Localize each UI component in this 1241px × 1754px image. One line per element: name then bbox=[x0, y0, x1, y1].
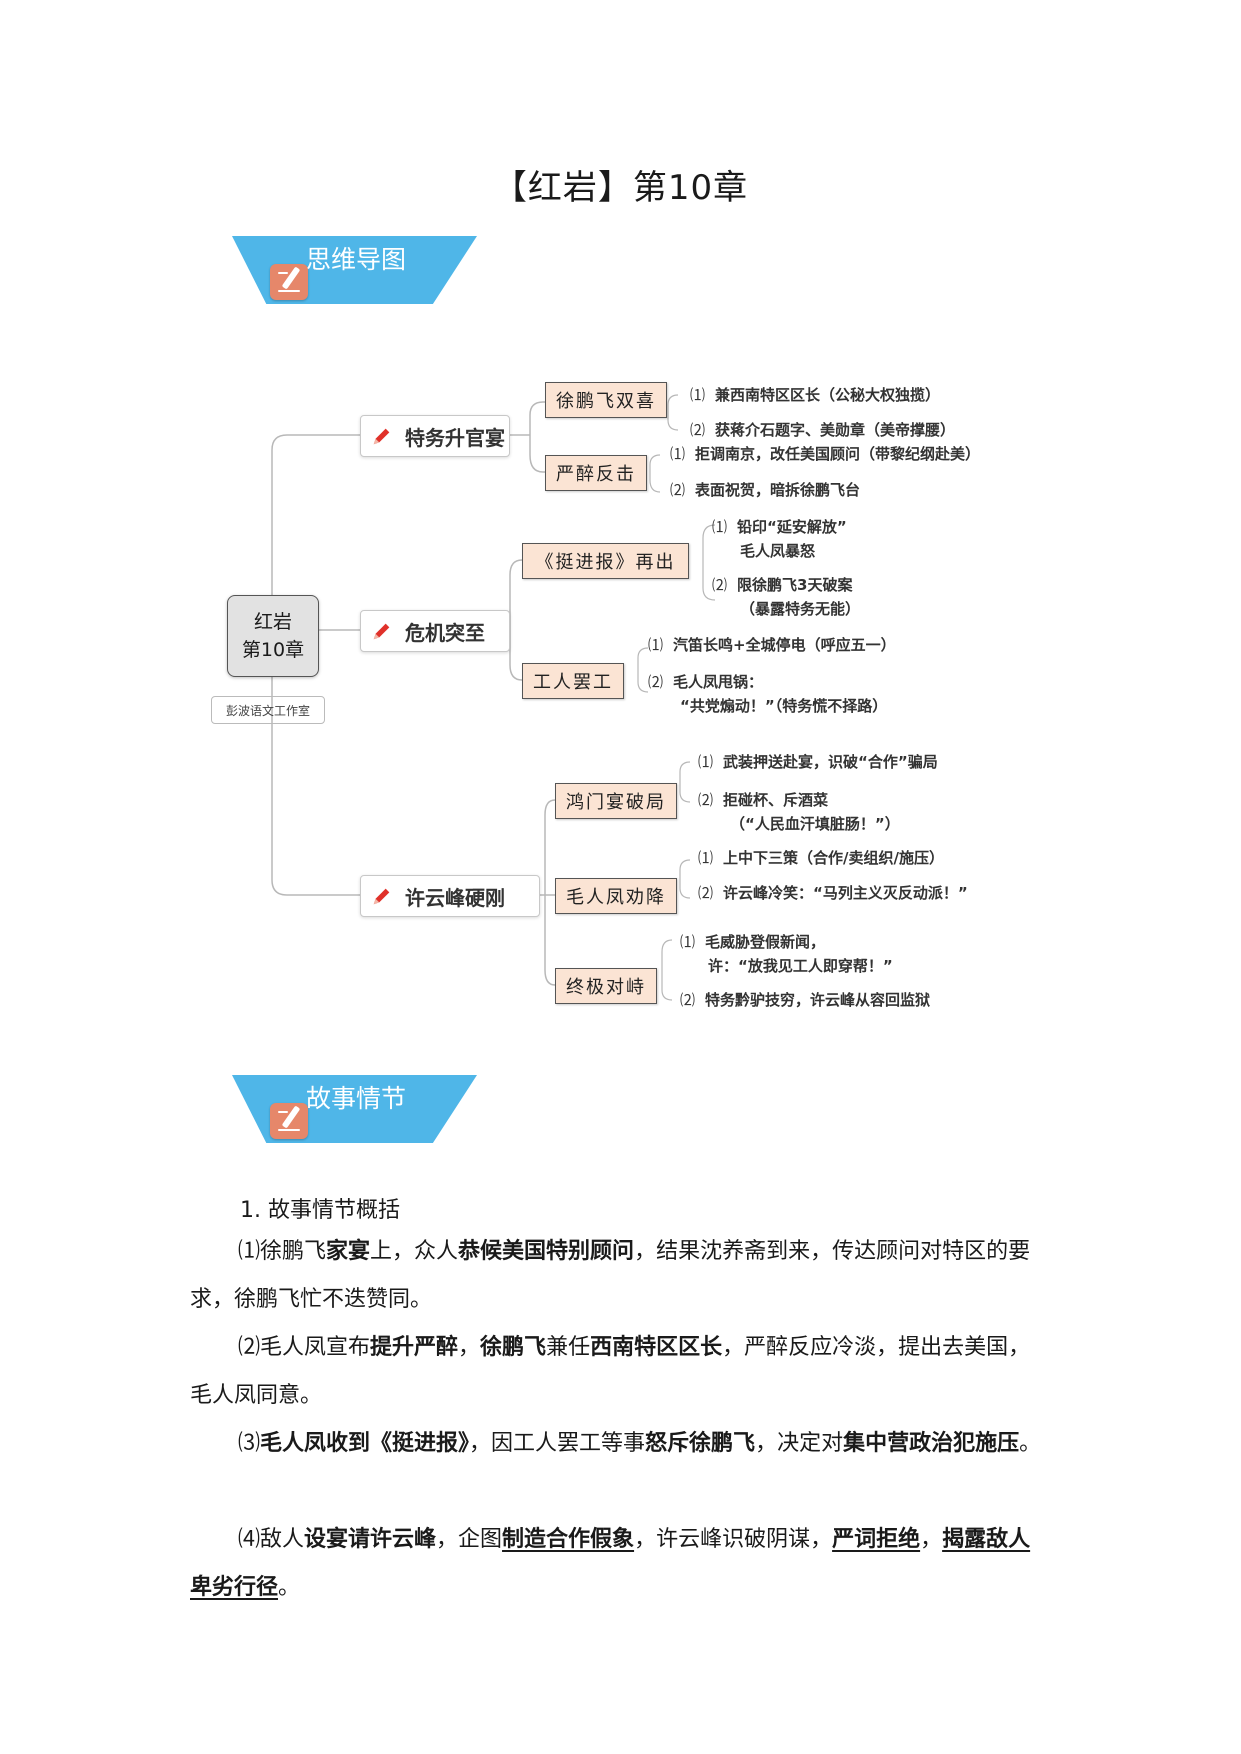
mind-map-connectors bbox=[271, 394, 716, 1001]
section-banner-label: 故事情节 bbox=[306, 1084, 407, 1113]
text-run: 毛人凤收到《挺进报》 bbox=[260, 1431, 470, 1456]
studio-label: 彭波语文工作室 bbox=[211, 696, 325, 724]
plot-paragraph: ⑵毛人凤宣布提升严醉，徐鹏飞兼任西南特区区长，严醉反应冷淡，提出去美国，毛人凤同… bbox=[190, 1324, 1050, 1420]
text-run: 西南特区区长 bbox=[590, 1335, 723, 1360]
leaf-item: ⑴汽笛长鸣+全城停电（呼应五一） bbox=[648, 636, 896, 654]
topic-special-agent-banquet: 特务升官宴 bbox=[360, 415, 510, 457]
section-banner-plot: 故事情节 bbox=[232, 1075, 477, 1143]
text-run: ⑴徐鹏飞 bbox=[238, 1239, 327, 1264]
text-run: ， bbox=[920, 1527, 943, 1552]
text-run: ，严醉反应冷淡，提出去美国，毛人凤同意。 bbox=[190, 1335, 1031, 1408]
section-banner-mindmap: 思维导图 bbox=[232, 236, 477, 304]
pencil-icon bbox=[373, 888, 390, 905]
text-run: ⑷敌人 bbox=[238, 1527, 305, 1552]
text-run: 严词拒绝 bbox=[832, 1527, 921, 1552]
leaf-item: ⑵许云峰冷笑：“马列主义灭反动派！” bbox=[698, 884, 968, 902]
leaf-item: ⑵表面祝贺，暗拆徐鹏飞台 bbox=[670, 481, 861, 499]
subtopic: 《挺进报》再出 bbox=[522, 543, 689, 579]
leaf-item: ⑴铅印“延安解放”毛人凤暴怒 bbox=[712, 518, 847, 560]
text-run: ，结果沈养斋到来，传达顾问对特区的要求，徐鹏飞忙不迭赞同。 bbox=[190, 1239, 1031, 1312]
subtopic: 毛人凤劝降 bbox=[555, 878, 677, 914]
text-run: 。 bbox=[1019, 1431, 1042, 1456]
subtopic: 严醉反击 bbox=[545, 455, 647, 491]
plot-paragraph: ⑷敌人设宴请许云峰，企图制造合作假象，许云峰识破阴谋，严词拒绝，揭露敌人卑劣行径… bbox=[190, 1516, 1050, 1612]
text-run: 兼任 bbox=[546, 1335, 591, 1360]
text-run: ，许云峰识破阴谋， bbox=[634, 1527, 833, 1552]
pencil-icon bbox=[373, 623, 390, 640]
text-run: 。 bbox=[278, 1575, 301, 1600]
notebook-pen-icon bbox=[270, 1103, 308, 1139]
leaf-item: ⑵拒碰杯、斥酒菜（“人民血汗填脏肠！”） bbox=[698, 791, 900, 833]
leaf-item: ⑴兼西南特区区长（公秘大权独揽） bbox=[690, 386, 941, 404]
text-run: ， bbox=[458, 1335, 481, 1360]
plot-heading: 1. 故事情节概括 bbox=[240, 1198, 400, 1223]
topic-xu-yunfeng-confronts: 许云峰硬刚 bbox=[360, 875, 540, 917]
page-title: 【红岩】第10章 bbox=[492, 168, 749, 208]
text-run: ⑵毛人凤宣布 bbox=[238, 1335, 371, 1360]
text-run: ，因工人罢工等事 bbox=[469, 1431, 646, 1456]
mind-map-root: 红岩 第10章 bbox=[227, 595, 319, 677]
section-banner-label: 思维导图 bbox=[306, 245, 407, 274]
subtopic: 终极对峙 bbox=[555, 968, 657, 1004]
text-run: 集中营政治犯施压 bbox=[843, 1431, 1020, 1456]
plot-paragraph: ⑴徐鹏飞家宴上，众人恭候美国特别顾问，结果沈养斋到来，传达顾问对特区的要求，徐鹏… bbox=[190, 1228, 1050, 1324]
text-run: 恭候美国特别顾问 bbox=[458, 1239, 635, 1264]
mind-map: 红岩 第10章 彭波语文工作室 特务升官宴 徐鹏飞双喜 严醉反击 ⑴兼西南特区区… bbox=[0, 360, 1241, 1020]
leaf-item: ⑴武装押送赴宴，识破“合作”骗局 bbox=[698, 753, 938, 771]
text-run: 制造合作假象 bbox=[502, 1527, 635, 1552]
text-run: 揭露敌人卑劣行径 bbox=[190, 1527, 1031, 1600]
subtopic: 徐鹏飞双喜 bbox=[545, 382, 667, 418]
text-run: ，企图 bbox=[436, 1527, 503, 1552]
leaf-item: ⑵毛人凤甩锅：“共党煽动！”（特务慌不择路） bbox=[648, 673, 888, 715]
text-run: 怒斥徐鹏飞 bbox=[645, 1431, 756, 1456]
text-run: 提升严醉 bbox=[370, 1335, 459, 1360]
leaf-item: ⑵限徐鹏飞3天破案（暴露特务无能） bbox=[712, 576, 861, 618]
text-run: ⑶ bbox=[238, 1431, 261, 1456]
leaf-item: ⑵获蒋介石题字、美勋章（美帝撑腰） bbox=[690, 421, 956, 439]
text-run: 徐鹏飞 bbox=[480, 1335, 547, 1360]
leaf-item: ⑵特务黔驴技穷，许云峰从容回监狱 bbox=[680, 991, 931, 1009]
text-run: 家宴 bbox=[326, 1239, 371, 1264]
text-run: 上，众人 bbox=[370, 1239, 459, 1264]
topic-crisis: 危机突至 bbox=[360, 610, 510, 652]
pencil-icon bbox=[373, 428, 390, 445]
leaf-item: ⑴拒调南京，改任美国顾问（带黎纪纲赴美） bbox=[670, 445, 981, 463]
subtopic: 工人罢工 bbox=[522, 663, 624, 699]
leaf-item: ⑴毛威胁登假新闻，许：“放我见工人即穿帮！” bbox=[680, 933, 893, 975]
text-run: ，决定对 bbox=[755, 1431, 844, 1456]
leaf-item: ⑴上中下三策（合作/卖组织/施压） bbox=[698, 849, 944, 867]
text-run: 设宴请许云峰 bbox=[304, 1527, 437, 1552]
plot-paragraph: ⑶毛人凤收到《挺进报》，因工人罢工等事怒斥徐鹏飞，决定对集中营政治犯施压。 bbox=[190, 1420, 1050, 1468]
notebook-pen-icon bbox=[270, 264, 308, 300]
subtopic: 鸿门宴破局 bbox=[555, 783, 677, 819]
